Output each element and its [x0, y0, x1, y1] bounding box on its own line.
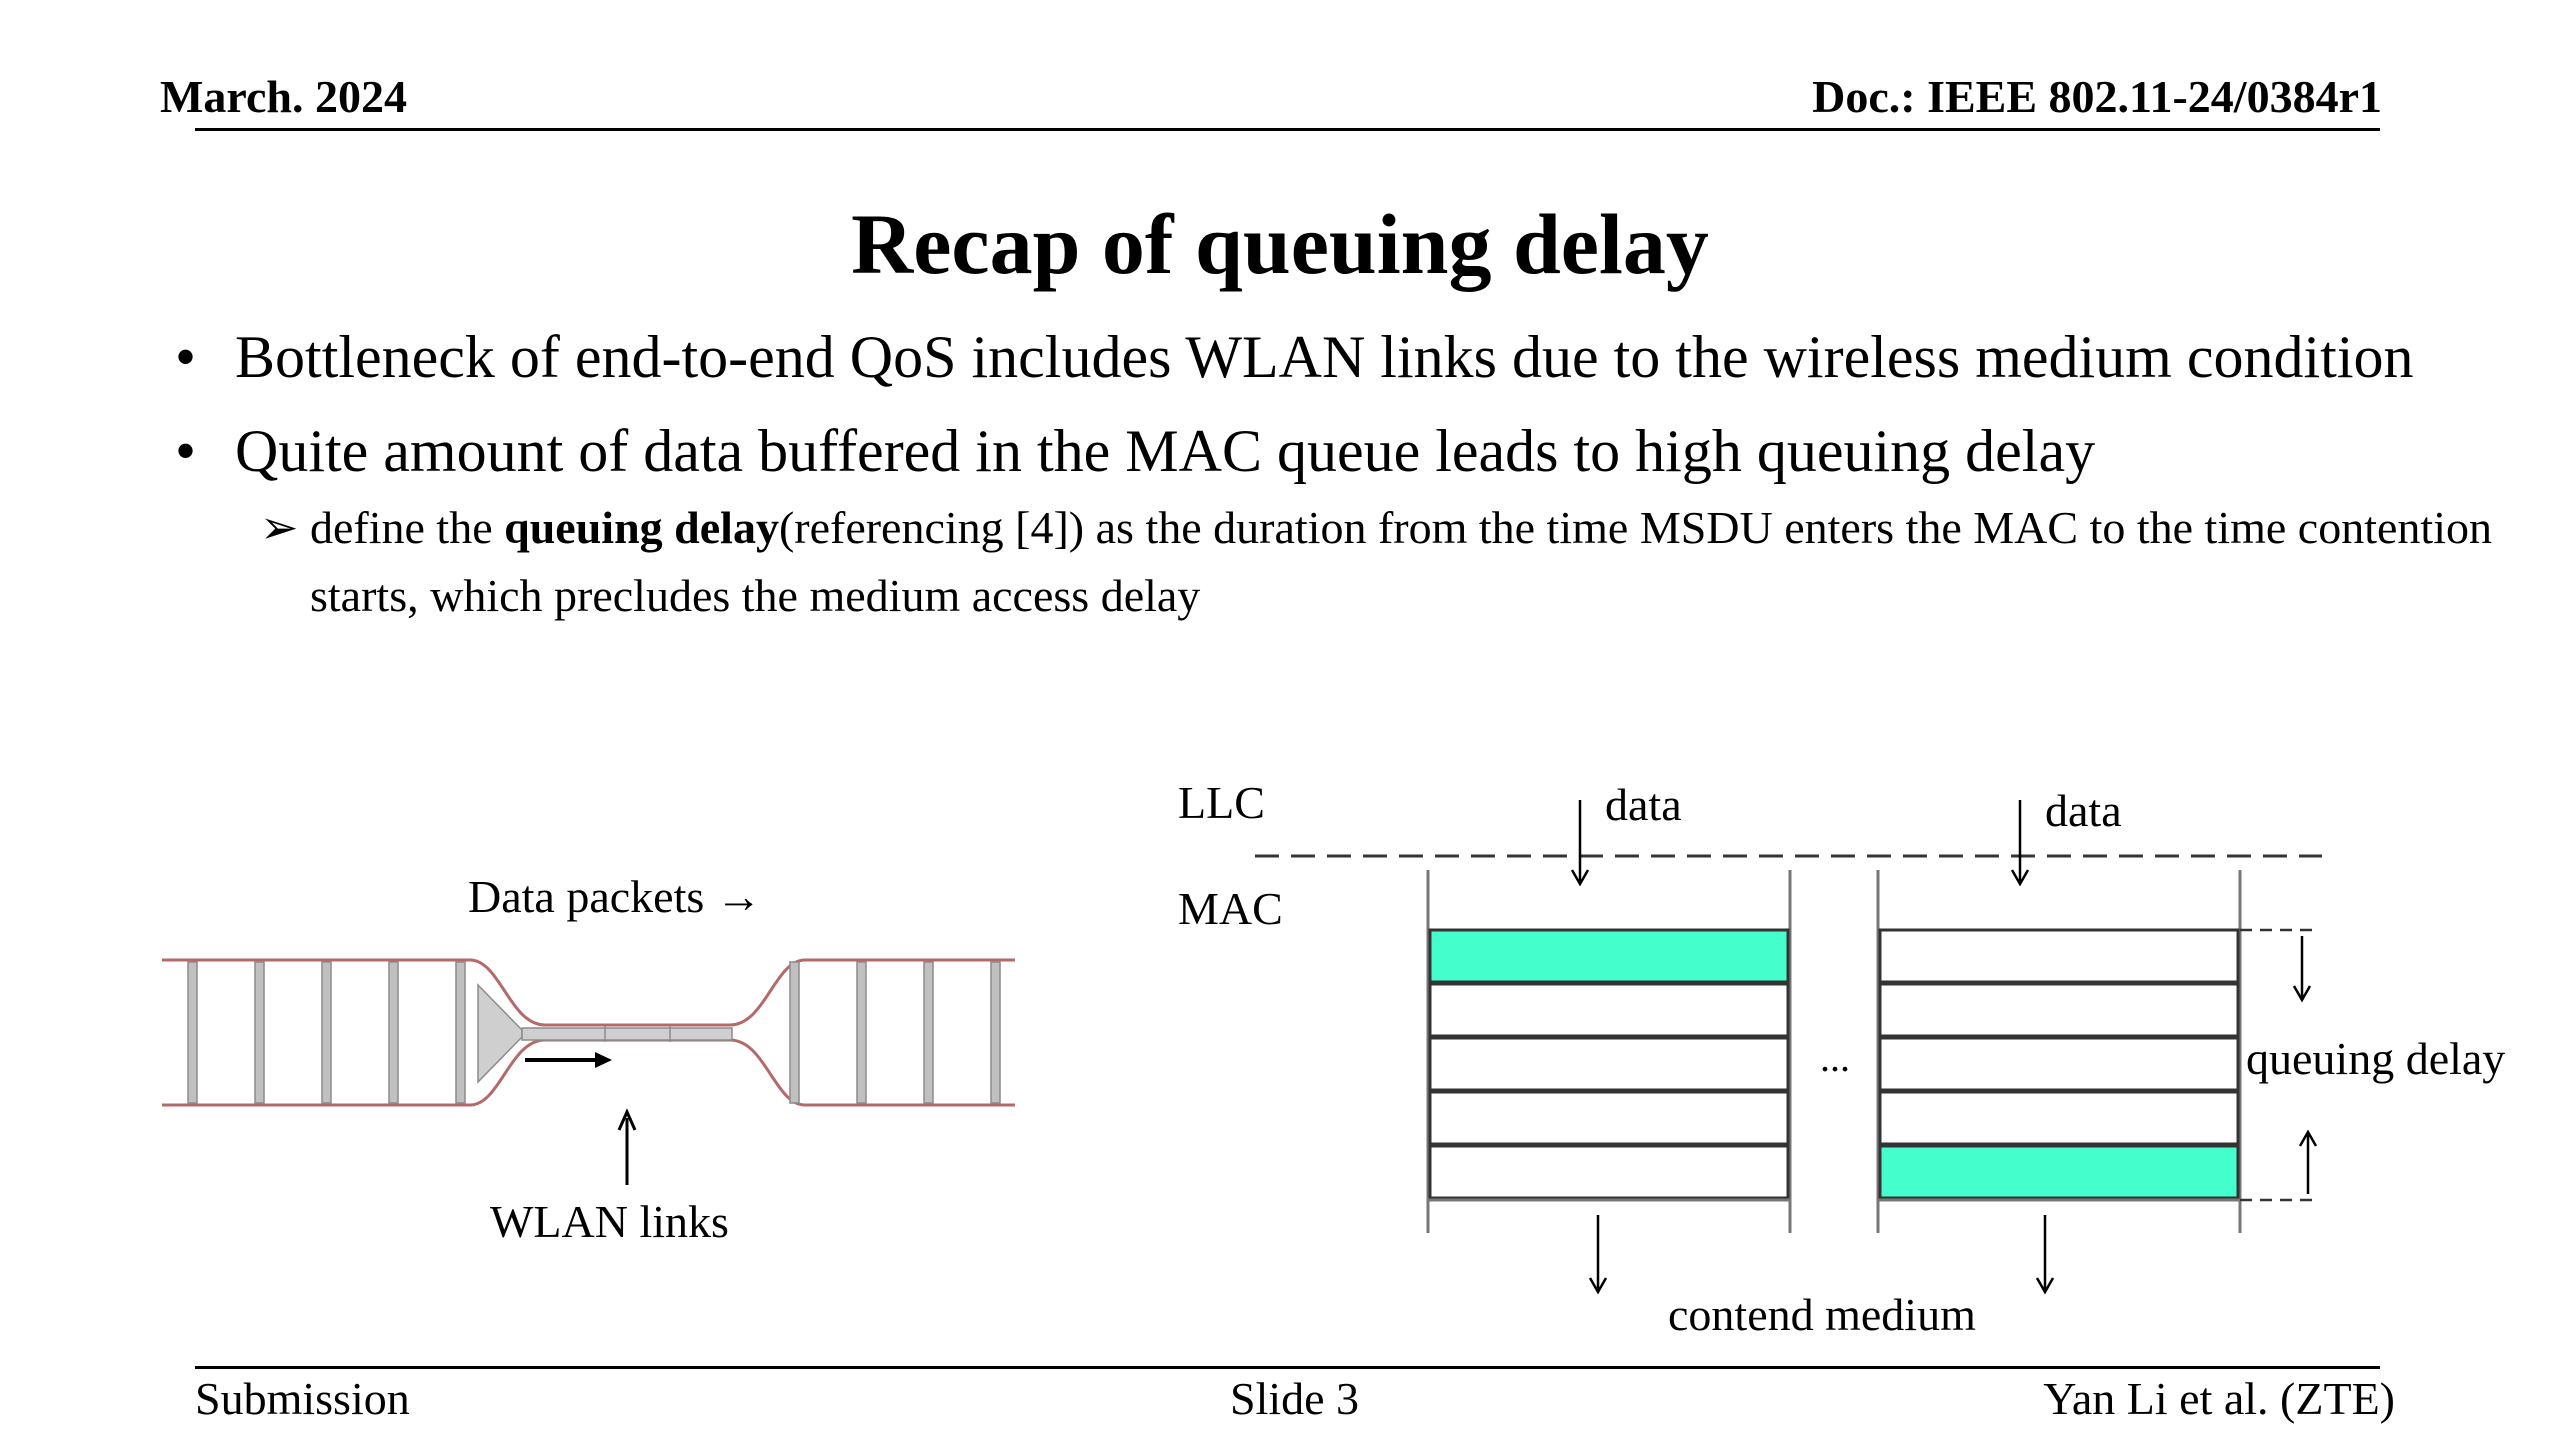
sub-bullet-item: ➢ define the queuing delay(referencing [… [175, 494, 2560, 630]
contend-medium-label: contend medium [1668, 1289, 1976, 1340]
footer-author: Yan Li et al. (ZTE) [2043, 1373, 2395, 1424]
bullet-list: • Bottleneck of end-to-end QoS includes … [175, 318, 2492, 630]
left-packets [187, 961, 466, 1104]
footer-rule [195, 1366, 2380, 1369]
bullet-dot-icon: • [175, 418, 197, 484]
arrow-bullet-icon: ➢ [260, 502, 299, 553]
footer-submission: Submission [195, 1373, 410, 1424]
right-packets [789, 961, 1001, 1104]
mac-label: MAC [1178, 883, 1283, 934]
data-label-2: data [2045, 785, 2122, 836]
wlan-bottleneck-figure: Data packets → WLAN link [150, 860, 1050, 1280]
queuing-delay-label: queuing delay [2246, 1033, 2506, 1084]
bullet-text: Quite amount of data buffered in the MAC… [235, 418, 2096, 484]
queue-diagram [1255, 800, 2322, 1295]
sub-bullet-prefix: define the [310, 502, 505, 553]
data-packets-label: Data packets → [468, 871, 762, 922]
sub-bullet-suffix: (referencing [4]) as the duration from t… [310, 502, 2492, 621]
footer-slide-number: Slide 3 [1230, 1373, 1360, 1424]
slide-title: Recap of queuing delay [851, 196, 1709, 292]
data-label-1: data [1605, 779, 1682, 830]
wlan-links-label: WLAN links [490, 1196, 729, 1247]
header-rule [195, 128, 2380, 131]
sub-bullet-bold: queuing delay [504, 502, 779, 553]
queue-2-rows [1878, 928, 2240, 1200]
mac-queue-figure: LLC MAC data data ... queuing delay cont… [1160, 770, 2560, 1360]
header-doc-id: Doc.: IEEE 802.11-24/0384r1 [1812, 71, 2382, 122]
bullet-dot-icon: • [175, 324, 197, 390]
bullet-item: • Quite amount of data buffered in the M… [175, 412, 2475, 490]
queue-1-rows [1428, 928, 1790, 1200]
pipe-diagram [162, 958, 1015, 1185]
bullet-item: • Bottleneck of end-to-end QoS includes … [175, 318, 2435, 396]
ellipsis-label: ... [1820, 1035, 1850, 1080]
header-date: March. 2024 [160, 71, 408, 122]
llc-label: LLC [1178, 777, 1265, 828]
bullet-text: Bottleneck of end-to-end QoS includes WL… [235, 324, 2414, 390]
